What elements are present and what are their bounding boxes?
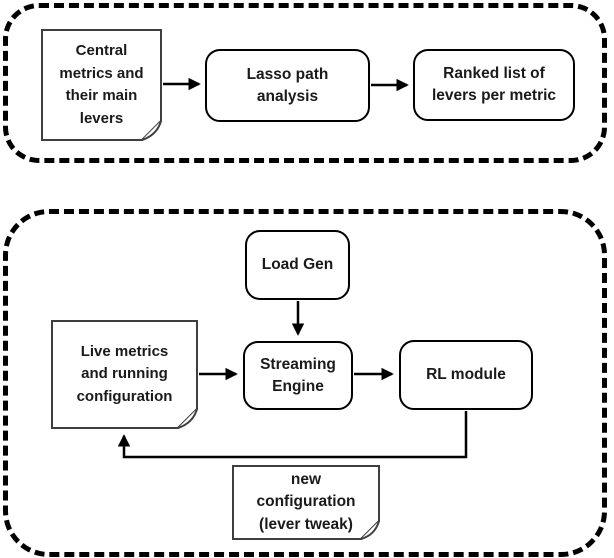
lasso-path-analysis-label: Lasso path analysis xyxy=(246,65,329,105)
load-gen-label: Load Gen xyxy=(261,256,334,274)
streaming-engine-box: Streaming Engine xyxy=(243,341,353,410)
ranked-list-label: Ranked list of levers per metric xyxy=(431,65,557,104)
streaming-engine-label: Streaming Engine xyxy=(260,355,336,395)
live-metrics-note: Live metrics and running configuration xyxy=(51,320,198,429)
new-configuration-note: new configuration (lever tweak) xyxy=(232,465,380,540)
rl-module-label: RL module xyxy=(426,366,506,384)
ranked-list-box: Ranked list of levers per metric xyxy=(413,49,575,121)
rl-module-box: RL module xyxy=(399,340,533,410)
new-configuration-label: new configuration (lever tweak) xyxy=(256,470,356,533)
folded-corner-note-shape xyxy=(41,29,162,141)
central-metrics-label: Central metrics and their main levers xyxy=(59,42,144,127)
load-gen-box: Load Gen xyxy=(245,230,350,300)
lasso-pipeline-group-container xyxy=(3,3,607,163)
central-metrics-note: Central metrics and their main levers xyxy=(41,29,162,141)
live-metrics-label: Live metrics and running configuration xyxy=(76,342,173,405)
rl-loop-group-container xyxy=(3,209,607,557)
folded-corner-note-shape xyxy=(232,465,380,540)
lasso-path-analysis-box: Lasso path analysis xyxy=(205,49,370,122)
